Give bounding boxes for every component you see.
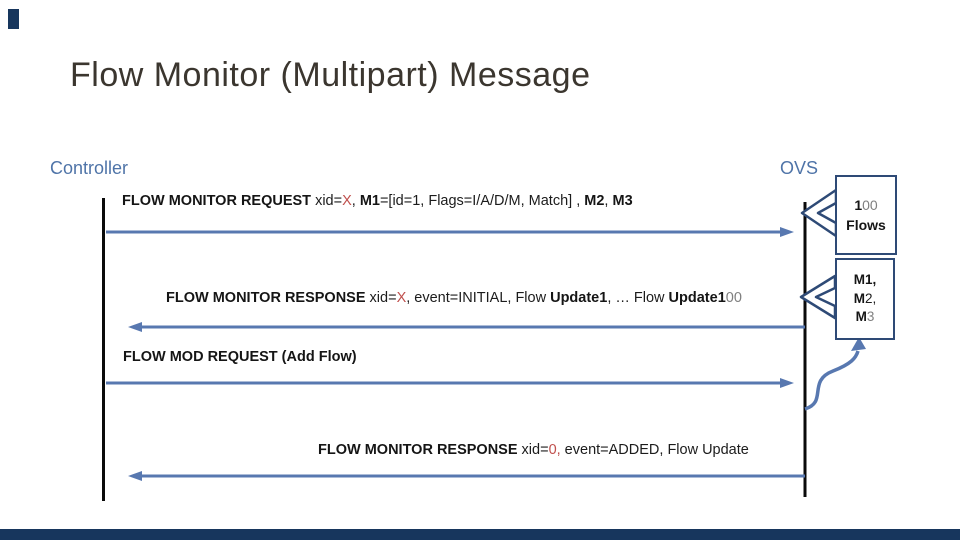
match-line-m1: M1,: [853, 271, 877, 287]
callout-curve-arrowhead-icon: [851, 337, 866, 351]
bottom-accent-bar: [0, 529, 960, 540]
slide-title: Flow Monitor (Multipart) Message: [70, 56, 591, 94]
flows-count-box: 100 Flows: [835, 175, 897, 255]
response-initial-arrowhead-icon: [128, 322, 142, 332]
message-label-flow-monitor-request: FLOW MONITOR REQUEST xid=X, M1=[id=1, Fl…: [122, 193, 633, 209]
match-line-m3: M3: [855, 309, 875, 325]
actor-label-ovs: OVS: [780, 158, 819, 178]
message-label-flow-monitor-response-initial: FLOW MONITOR RESPONSE xid=X, event=INITI…: [166, 290, 742, 306]
corner-accent-bar: [8, 9, 19, 29]
callout-curve-arrow: [804, 350, 860, 411]
flows-label-line: Flows: [846, 217, 886, 233]
actor-label-controller: Controller: [50, 158, 129, 178]
match-line-m2: M2,: [853, 290, 877, 306]
match-list-box: M1, M2, M3: [835, 258, 895, 340]
flow-mod-arrowhead-icon: [780, 378, 794, 388]
flows-count-line: 100: [854, 196, 878, 213]
response-added-arrowhead-icon: [128, 471, 142, 481]
message-label-flow-mod-request: FLOW MOD REQUEST (Add Flow): [123, 349, 357, 365]
flows-box-chevron-arrow-icon: [800, 188, 838, 238]
request-arrowhead-icon: [780, 227, 794, 237]
message-label-flow-monitor-response-added: FLOW MONITOR RESPONSE xid=0, event=ADDED…: [318, 442, 749, 458]
